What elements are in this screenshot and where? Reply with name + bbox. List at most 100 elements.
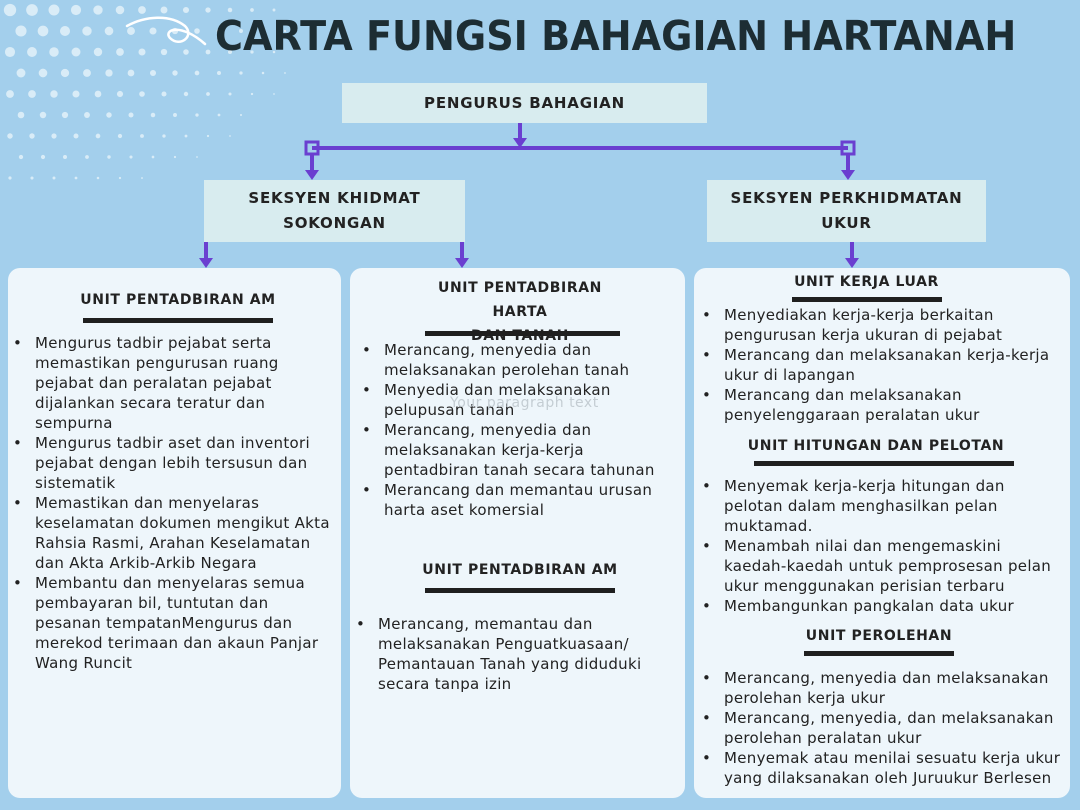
list-item: Merancang, menyedia, dan melaksanakan pe…	[702, 708, 1064, 748]
halftone-dot	[116, 48, 124, 56]
halftone-dot	[272, 8, 276, 12]
halftone-dot	[173, 113, 177, 117]
halftone-dot	[93, 5, 103, 15]
halftone-dot	[129, 155, 133, 159]
placeholder-ghost-text: Your paragraph text	[450, 395, 599, 411]
halftone-dot	[117, 133, 123, 139]
card2-list: Merancang, menyedia dan melaksanakan per…	[362, 340, 680, 520]
halftone-dot	[227, 49, 233, 55]
halftone-dot	[104, 26, 114, 36]
list-item: Menyedia dan melaksanakan pelupusan tana…	[362, 380, 680, 420]
halftone-dot	[50, 90, 58, 98]
halftone-dot	[250, 92, 254, 96]
list-item: Merancang, memantau dan melaksanakan Pen…	[356, 614, 674, 694]
halftone-dot	[273, 93, 275, 95]
card-unit-pentadbiran-am: UNIT PENTADBIRAN AM Mengurus tadbir peja…	[8, 268, 341, 798]
right-section-line2: UKUR	[821, 214, 872, 232]
list-item: Merancang, menyedia dan melaksanakan per…	[362, 340, 680, 380]
card3-title3: UNIT PEROLEHAN	[804, 624, 954, 656]
halftone-dot	[206, 134, 210, 138]
halftone-dot	[160, 48, 168, 56]
halftone-dot	[82, 26, 92, 36]
halftone-dot	[127, 27, 135, 35]
halftone-dot	[162, 134, 166, 138]
halftone-dot	[29, 133, 35, 139]
halftone-dot	[39, 111, 47, 119]
halftone-dot	[15, 25, 27, 37]
card1-title: UNIT PENTADBIRAN AM	[78, 288, 278, 323]
halftone-dot	[116, 90, 124, 98]
halftone-dot	[37, 25, 49, 37]
halftone-dot	[160, 6, 168, 14]
card1-title-underline	[83, 318, 273, 323]
halftone-dot	[183, 49, 189, 55]
halftone-dot	[26, 4, 38, 16]
halftone-dot	[8, 176, 12, 180]
list-item: Merancang dan melaksanakan penyelenggara…	[702, 385, 1064, 425]
pengurus-bahagian-label: PENGURUS BAHAGIAN	[424, 93, 625, 112]
halftone-dot	[272, 50, 276, 54]
card2-title-underline	[425, 331, 620, 336]
left-section-line2: SOKONGAN	[283, 214, 386, 232]
card3-title3-underline	[804, 651, 954, 656]
halftone-dot	[184, 134, 188, 138]
list-item: Menyemak atau menilai sesuatu kerja ukur…	[702, 748, 1064, 788]
list-item: Merancang dan memantau urusan harta aset…	[362, 480, 680, 520]
card1-list: Mengurus tadbir pejabat serta memastikan…	[13, 333, 335, 673]
halftone-dot	[250, 50, 254, 54]
card3-title3-text: UNIT PEROLEHAN	[805, 628, 953, 644]
list-item: Mengurus tadbir pejabat serta memastikan…	[13, 333, 335, 433]
halftone-dot	[140, 134, 144, 138]
halftone-dot	[182, 6, 190, 14]
seksyen-khidmat-sokongan-box: SEKSYEN KHIDMAT SOKONGAN	[204, 180, 465, 242]
list-item: Membantu dan menyelaras semua pembayaran…	[13, 573, 335, 673]
list-item: Merancang dan melaksanakan kerja-kerja u…	[702, 345, 1064, 385]
list-item: Menyemak kerja-kerja hitungan dan pelota…	[702, 476, 1064, 536]
halftone-dot	[105, 69, 113, 77]
card3-title2-text: UNIT HITUNGAN DAN PELOTAN	[747, 438, 1005, 454]
halftone-dot	[118, 176, 122, 180]
halftone-dot	[228, 92, 232, 96]
halftone-dot	[6, 90, 14, 98]
halftone-dot	[51, 133, 57, 139]
halftone-dot	[139, 91, 145, 97]
seksyen-perkhidmatan-ukur-box: SEKSYEN PERKHIDMATAN UKUR	[707, 180, 986, 242]
halftone-dot	[48, 4, 60, 16]
right-section-line1: SEKSYEN PERKHIDMATAN	[730, 189, 963, 207]
halftone-dot	[216, 28, 222, 34]
halftone-dot	[73, 133, 79, 139]
card3-title-underline	[792, 297, 942, 302]
halftone-dot	[61, 111, 69, 119]
halftone-dot	[128, 112, 134, 118]
halftone-dot	[3, 3, 17, 17]
halftone-dot	[149, 69, 157, 77]
halftone-dot	[183, 91, 189, 97]
halftone-dot	[283, 29, 287, 33]
list-item: Memastikan dan menyelaras keselamatan do…	[13, 493, 335, 573]
card3-list2: Menyemak kerja-kerja hitungan dan pelota…	[702, 476, 1064, 616]
halftone-dot	[63, 155, 67, 159]
halftone-dot	[161, 91, 167, 97]
halftone-dot	[16, 68, 26, 78]
card3-title2: UNIT HITUNGAN DAN PELOTAN	[746, 434, 1014, 466]
halftone-dot	[95, 133, 101, 139]
page-title: CARTA FUNGSI BAHAGIAN HARTANAH	[215, 12, 1017, 60]
card2-title2-text: UNIT PENTADBIRAN AM	[422, 562, 618, 578]
halftone-dot	[52, 176, 56, 180]
halftone-dot	[38, 68, 48, 78]
pengurus-bahagian-box: PENGURUS BAHAGIAN	[342, 83, 707, 123]
swirl-decoration-icon	[125, 16, 207, 46]
halftone-dot	[84, 112, 90, 118]
list-item: Membangunkan pangkalan data ukur	[702, 596, 1064, 616]
halftone-dot	[138, 6, 146, 14]
halftone-dot	[17, 111, 25, 119]
halftone-dot	[138, 48, 146, 56]
halftone-dot	[115, 5, 125, 15]
halftone-dot	[106, 112, 112, 118]
halftone-dot	[71, 47, 81, 57]
halftone-dot	[107, 155, 111, 159]
halftone-dot	[4, 46, 16, 58]
card2-title: UNIT PENTADBIRAN HARTA DAN TANAH	[410, 276, 630, 348]
halftone-dot	[261, 71, 265, 75]
